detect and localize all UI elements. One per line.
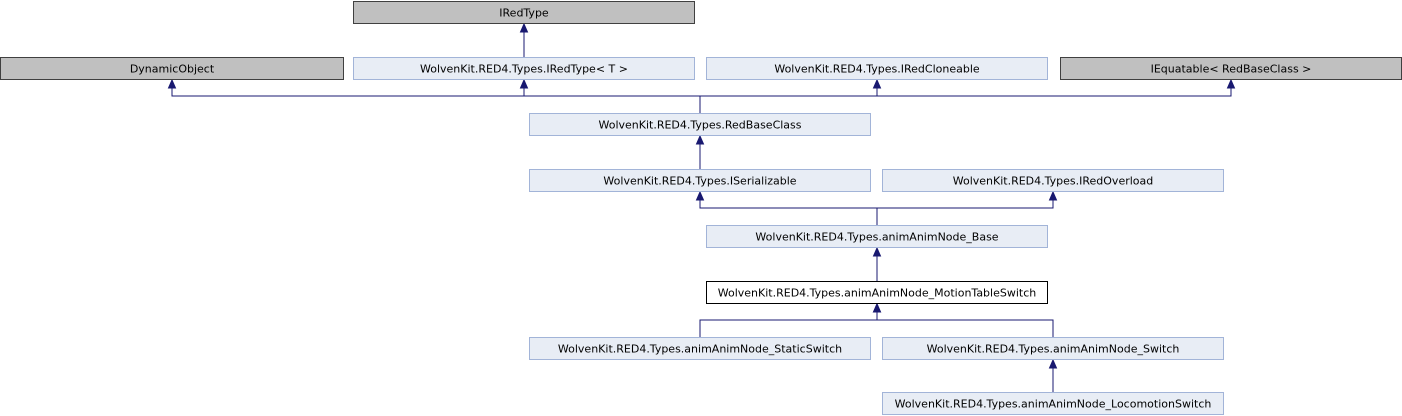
inheritance-edge [876,190,1058,225]
arrowhead-icon [872,302,882,313]
inheritance-edge [519,22,529,57]
class-box [882,337,1224,360]
edge-line [699,200,878,225]
class-label: WolvenKit.RED4.Types.RedBaseClass [598,119,801,132]
edge-line [876,312,1054,337]
class-label: WolvenKit.RED4.Types.IRedType< T > [420,63,628,76]
edge-line [171,88,701,113]
class-box [882,392,1224,415]
class-node-iredtype-t[interactable]: WolvenKit.RED4.Types.IRedType< T > [353,57,695,80]
class-box [529,337,871,360]
inheritance-edge [872,302,1054,337]
arrowhead-icon [872,246,882,257]
class-box [882,169,1224,192]
inheritance-edge [519,78,701,113]
class-label: WolvenKit.RED4.Types.IRedCloneable [774,63,980,76]
edge-line [523,88,701,113]
class-box [706,281,1048,304]
class-label: WolvenKit.RED4.Types.animAnimNode_Motion… [718,287,1036,300]
edges-layer [167,22,1236,392]
class-box [706,57,1048,80]
edge-line [699,88,1232,113]
class-box [353,57,695,80]
class-node-animnode-base[interactable]: WolvenKit.RED4.Types.animAnimNode_Base [706,225,1048,248]
inheritance-edge [872,246,882,281]
inheritance-edge [699,302,882,337]
class-box [706,225,1048,248]
class-label: WolvenKit.RED4.Types.ISerializable [603,175,796,188]
class-box [529,113,871,136]
inheritance-edge [695,190,878,225]
inheritance-edge [695,134,705,169]
class-node-redbaseclass[interactable]: WolvenKit.RED4.Types.RedBaseClass [529,113,871,136]
arrowhead-icon [519,22,529,33]
class-label: WolvenKit.RED4.Types.animAnimNode_Base [755,231,998,244]
class-node-motiontableswitch: WolvenKit.RED4.Types.animAnimNode_Motion… [706,281,1048,304]
arrowhead-icon [1048,190,1058,201]
class-node-iserializable[interactable]: WolvenKit.RED4.Types.ISerializable [529,169,871,192]
class-node-iredtype: IRedType [353,1,695,24]
arrowhead-icon [167,78,177,89]
class-label: IRedType [499,7,549,20]
class-node-iredoverload[interactable]: WolvenKit.RED4.Types.IRedOverload [882,169,1224,192]
class-label: WolvenKit.RED4.Types.animAnimNode_Switch [927,343,1180,356]
class-node-switch[interactable]: WolvenKit.RED4.Types.animAnimNode_Switch [882,337,1224,360]
class-box [0,57,344,80]
arrowhead-icon [1048,358,1058,369]
arrowhead-icon [1226,78,1236,89]
arrowhead-icon [872,78,882,89]
class-node-locomotionswitch[interactable]: WolvenKit.RED4.Types.animAnimNode_Locomo… [882,392,1224,415]
class-node-iredcloneable[interactable]: WolvenKit.RED4.Types.IRedCloneable [706,57,1048,80]
class-label: DynamicObject [130,63,215,76]
class-box [529,169,871,192]
edge-line [876,200,1054,225]
arrowhead-icon [695,134,705,145]
class-node-iequatable: IEquatable< RedBaseClass > [1060,57,1402,80]
class-node-staticswitch[interactable]: WolvenKit.RED4.Types.animAnimNode_Static… [529,337,871,360]
arrowhead-icon [695,190,705,201]
class-box [353,1,695,24]
class-label: WolvenKit.RED4.Types.animAnimNode_Static… [558,343,842,356]
class-label: IEquatable< RedBaseClass > [1151,63,1312,76]
inheritance-edge [1048,358,1058,392]
edge-line [699,312,878,337]
arrowhead-icon [519,78,529,89]
class-node-dynamicobject: DynamicObject [0,57,344,80]
edge-line [699,88,878,113]
inheritance-edge [699,78,1236,113]
class-label: WolvenKit.RED4.Types.IRedOverload [953,175,1154,188]
class-label: WolvenKit.RED4.Types.animAnimNode_Locomo… [895,398,1212,411]
